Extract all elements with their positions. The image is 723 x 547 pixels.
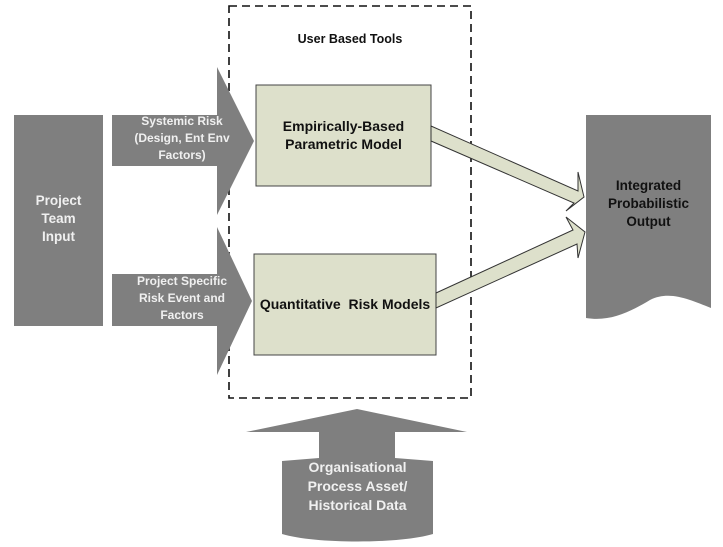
user-based-tools-container	[228, 5, 472, 399]
label-line: Probabilistic	[607, 196, 690, 211]
label-line: Integrated	[615, 178, 682, 193]
label-line: Project Specific	[136, 274, 228, 288]
label-line: Factors)	[158, 148, 206, 162]
label-line: Systemic Risk	[141, 114, 223, 128]
project-team-input-box	[14, 115, 103, 326]
organisational-data-label: Organisational Process Asset/ Historical…	[282, 458, 433, 515]
empirical-to-output-arrow	[430, 125, 585, 212]
container-title: User Based Tools	[297, 32, 403, 46]
organisational-data-arrow	[246, 409, 467, 542]
project-specific-risk-arrow	[112, 227, 252, 375]
quantitative-to-output-arrow	[435, 216, 586, 309]
label-line: (Design, Ent Env	[134, 131, 230, 145]
label-line: Organisational	[308, 459, 407, 475]
label-line: Risk Event and	[138, 291, 226, 305]
project-specific-risk-label: Project Specific Risk Event and Factors	[120, 273, 244, 324]
label-line: Process Asset/	[307, 478, 408, 494]
integrated-output-document	[586, 115, 711, 319]
quantitative-model-label: Quantitative Risk Models	[259, 296, 431, 312]
label-line: Factors	[160, 308, 204, 322]
label-line: Output	[626, 214, 671, 229]
label-line: Input	[42, 229, 75, 244]
project-team-input-label: Project Team Input	[14, 192, 103, 246]
empirical-model-label: Empirically-Based Parametric Model	[256, 117, 431, 153]
integrated-output-label: Integrated Probabilistic Output	[586, 177, 711, 231]
empirical-model-box	[255, 84, 432, 187]
label-line: Historical Data	[308, 497, 407, 513]
systemic-risk-label: Systemic Risk (Design, Ent Env Factors)	[120, 113, 244, 164]
systemic-risk-arrow	[112, 67, 254, 215]
label-line: Team	[41, 211, 76, 226]
label-line: Parametric Model	[285, 136, 402, 152]
label-line: Project	[35, 193, 82, 208]
label-line: Empirically-Based	[282, 118, 405, 134]
